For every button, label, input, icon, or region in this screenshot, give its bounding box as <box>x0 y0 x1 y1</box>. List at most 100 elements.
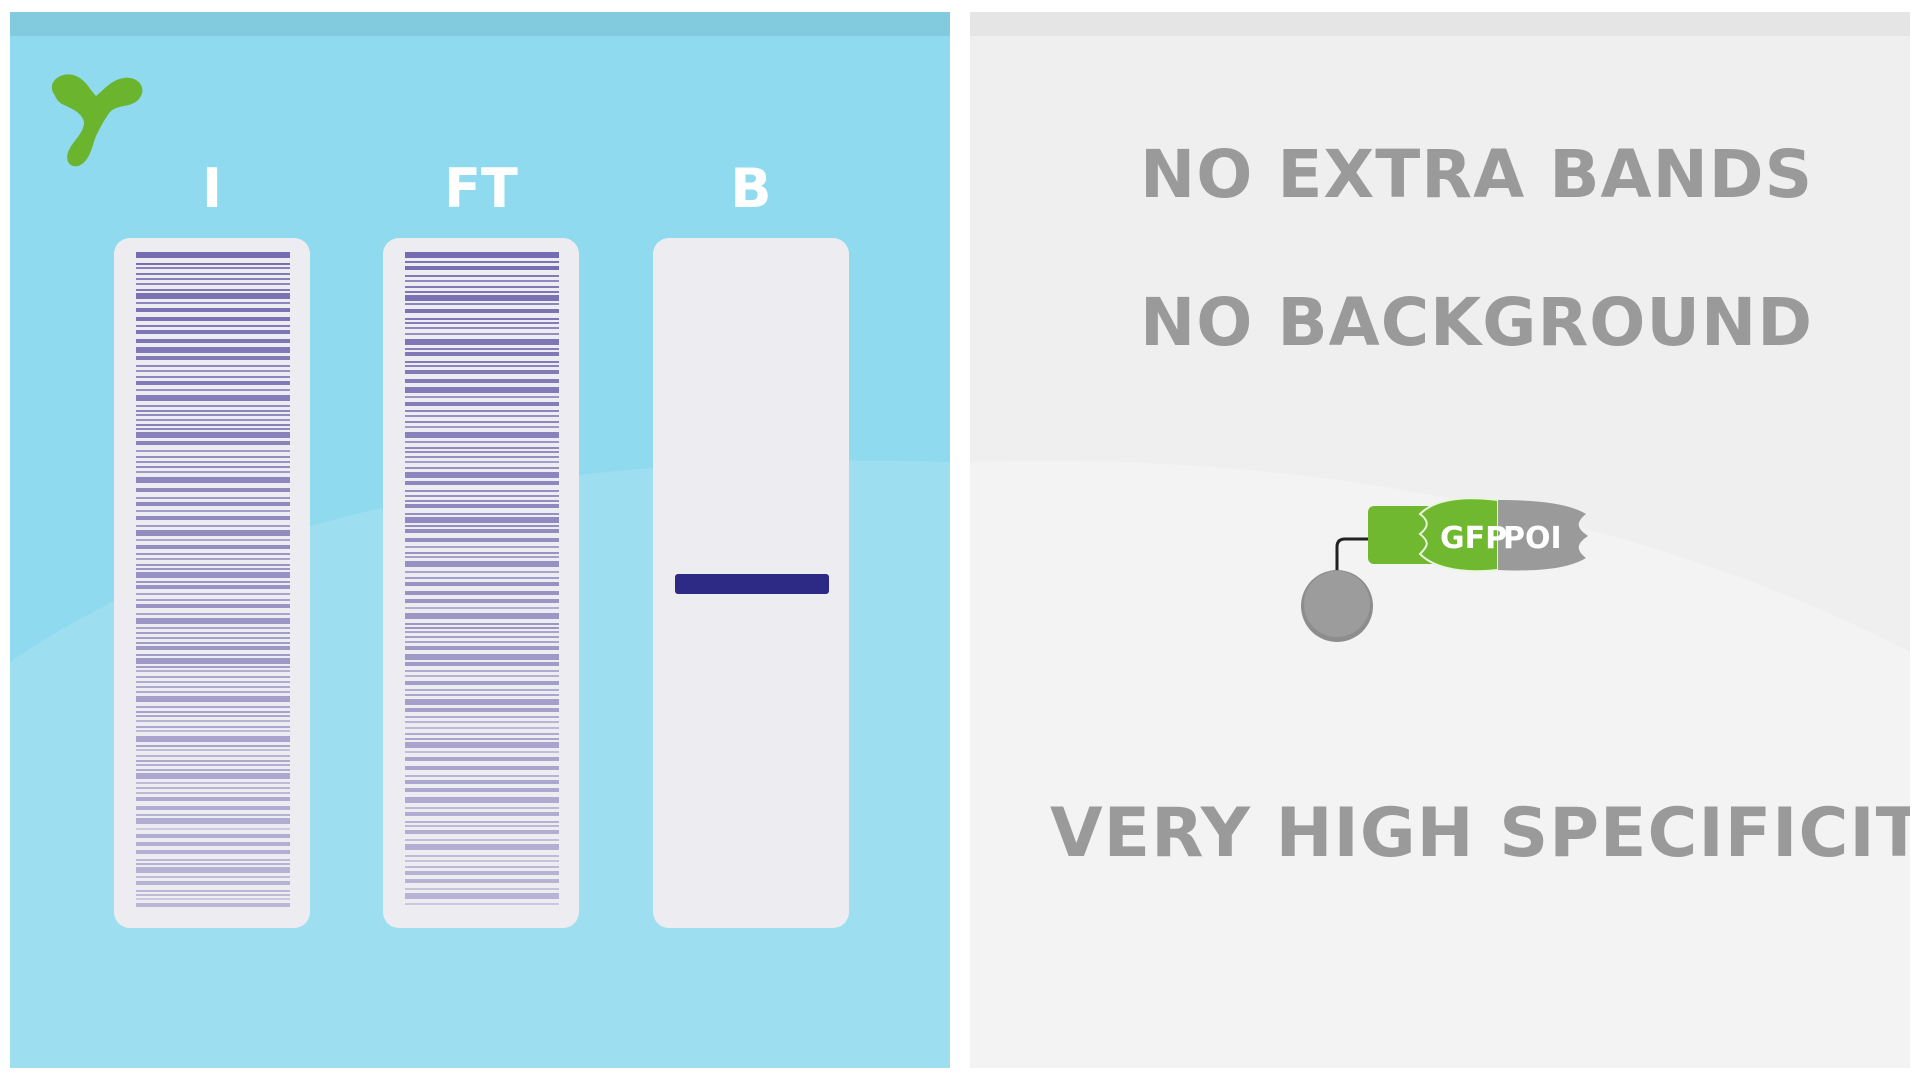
protein-band <box>405 757 559 761</box>
protein-band <box>136 525 290 527</box>
protein-band <box>136 797 290 801</box>
protein-band <box>405 721 559 723</box>
protein-band <box>405 295 559 301</box>
protein-band <box>136 428 290 430</box>
protein-band <box>405 517 559 523</box>
protein-band <box>136 317 290 321</box>
protein-band <box>136 881 290 885</box>
protein-band <box>136 293 290 299</box>
protein-band <box>405 699 559 705</box>
protein-band <box>405 322 559 324</box>
protein-band <box>405 309 559 313</box>
protein-band <box>136 539 290 541</box>
protein-band <box>405 855 559 857</box>
protein-band <box>136 834 290 838</box>
protein-band <box>136 859 290 861</box>
lane-label-bound: B <box>730 157 772 220</box>
protein-band <box>405 751 559 753</box>
protein-band <box>405 472 559 478</box>
protein-band <box>136 618 290 624</box>
protein-band <box>136 715 290 717</box>
protein-band <box>136 424 290 426</box>
protein-band <box>136 389 290 391</box>
protein-band <box>136 720 290 722</box>
protein-band <box>405 788 559 792</box>
protein-band <box>136 339 290 343</box>
protein-band <box>136 395 290 401</box>
protein-band <box>405 879 559 883</box>
protein-band <box>405 538 559 542</box>
protein-band <box>405 830 559 834</box>
protein-band <box>136 658 290 664</box>
result-background-wave <box>970 460 1910 1068</box>
protein-band <box>405 556 559 558</box>
protein-band <box>405 415 559 417</box>
protein-band <box>136 376 290 378</box>
protein-band <box>136 642 290 644</box>
protein-band <box>405 844 559 850</box>
protein-band <box>136 461 290 463</box>
protein-band <box>405 893 559 899</box>
protein-band <box>136 308 290 312</box>
protein-band <box>136 471 290 473</box>
protein-band <box>136 593 290 595</box>
protein-band <box>136 769 290 771</box>
poi-label: POI <box>1503 521 1562 556</box>
protein-band <box>405 694 559 696</box>
protein-band <box>136 405 290 407</box>
lane-label-input: I <box>201 157 223 220</box>
protein-band <box>136 414 290 416</box>
protein-band <box>405 410 559 412</box>
protein-band <box>136 558 290 560</box>
protein-band <box>405 738 559 740</box>
protein-band <box>405 490 559 492</box>
protein-band <box>136 497 290 499</box>
protein-band <box>405 379 559 383</box>
protein-band <box>136 749 290 751</box>
protein-band <box>405 636 559 638</box>
protein-band <box>136 572 290 578</box>
protein-band <box>136 325 290 327</box>
protein-band <box>405 365 559 367</box>
gel-lane-input <box>114 238 310 928</box>
protein-band <box>136 773 290 779</box>
protein-band <box>136 263 290 265</box>
protein-band <box>136 867 290 873</box>
protein-band <box>136 330 290 334</box>
protein-band <box>405 370 559 374</box>
protein-band <box>136 711 290 713</box>
gfp-trap-construct-diagram: GFP POI <box>1301 497 1588 642</box>
protein-band <box>405 441 559 443</box>
protein-band <box>405 646 559 650</box>
protein-band <box>405 352 559 356</box>
protein-band <box>136 273 290 275</box>
protein-band <box>136 818 290 824</box>
protein-band <box>136 760 290 762</box>
gfp-label: GFP <box>1440 521 1507 556</box>
protein-band <box>405 447 559 449</box>
protein-band <box>136 736 290 742</box>
protein-band <box>136 604 290 608</box>
protein-band <box>136 686 290 688</box>
protein-band <box>136 676 290 678</box>
bead-icon <box>1304 571 1370 637</box>
protein-band <box>405 825 559 827</box>
protein-band <box>405 387 559 393</box>
protein-band <box>405 318 559 320</box>
protein-band <box>136 706 290 708</box>
protein-band <box>405 654 559 660</box>
protein-band <box>136 568 290 570</box>
protein-band <box>405 675 559 677</box>
protein-band <box>405 613 559 619</box>
protein-band <box>136 637 290 639</box>
protein-band <box>405 866 559 868</box>
protein-band <box>136 356 290 360</box>
protein-band <box>136 267 290 269</box>
protein-band <box>405 361 559 363</box>
protein-band <box>405 467 559 469</box>
protein-band <box>405 280 559 282</box>
protein-band <box>405 797 559 803</box>
poi-icon <box>1498 500 1588 571</box>
protein-band <box>405 252 559 258</box>
brand-logo-icon <box>51 74 143 167</box>
